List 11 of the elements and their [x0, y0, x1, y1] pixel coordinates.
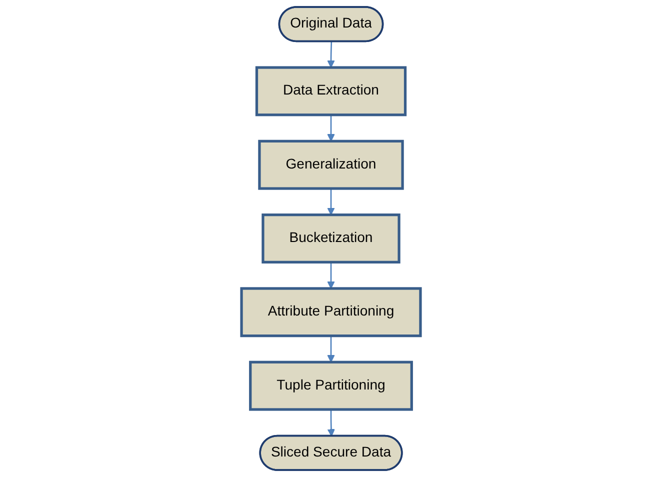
node-box: Bucketization [262, 214, 400, 264]
node-box: Generalization [258, 140, 404, 190]
arrow [327, 336, 335, 362]
arrow [327, 262, 335, 289]
arrow [327, 114, 335, 142]
arrow [327, 188, 335, 216]
arrow [327, 409, 336, 437]
node-box: Data Extraction [255, 66, 407, 116]
node-box: Tuple Partitioning [249, 360, 413, 411]
node-box: Attribute Partitioning [240, 287, 422, 338]
arrow [327, 42, 335, 68]
